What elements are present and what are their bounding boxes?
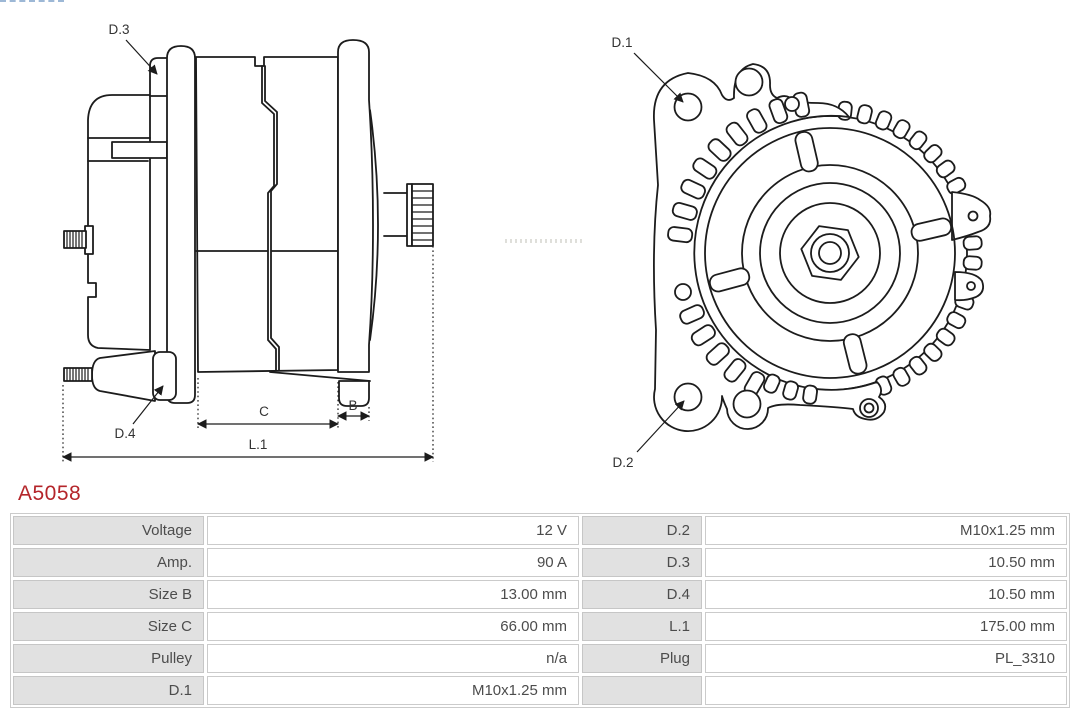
spec-value: n/a bbox=[207, 644, 579, 673]
callout-d4: D.4 bbox=[114, 385, 164, 441]
callout-d2: D.2 bbox=[612, 400, 685, 470]
pulley bbox=[406, 183, 434, 247]
terminal-stud-upper bbox=[63, 225, 94, 255]
spec-label: Size B bbox=[13, 580, 204, 609]
spec-label: Amp. bbox=[13, 548, 204, 577]
case-seam bbox=[261, 65, 277, 371]
callout-d3: D.3 bbox=[108, 22, 158, 75]
rear-housing bbox=[87, 94, 151, 351]
spec-label: D.2 bbox=[582, 516, 702, 545]
spec-value bbox=[705, 676, 1067, 705]
spec-label: D.3 bbox=[582, 548, 702, 577]
stator-body bbox=[195, 56, 339, 373]
part-number: A5058 bbox=[18, 482, 82, 505]
spec-value: PL_3310 bbox=[705, 644, 1067, 673]
rear-ear-step bbox=[149, 57, 169, 97]
rear-view-drawing: D.1 D.2 bbox=[611, 35, 992, 470]
spec-value: 175.00 mm bbox=[705, 612, 1067, 641]
spec-label: D.4 bbox=[582, 580, 702, 609]
spec-value: 12 V bbox=[207, 516, 579, 545]
side-view-drawing: C B L.1 D.3 D.4 bbox=[62, 22, 434, 462]
spec-value: 10.50 mm bbox=[705, 548, 1067, 577]
spec-label: Plug bbox=[582, 644, 702, 673]
side-tabs bbox=[951, 191, 992, 302]
bearing-cone bbox=[369, 109, 379, 341]
spec-value: M10x1.25 mm bbox=[207, 676, 579, 705]
faint-watermark bbox=[505, 239, 585, 243]
callout-d1-label: D.1 bbox=[611, 35, 632, 50]
selection-artifact-line bbox=[0, 0, 64, 2]
spec-value: 13.00 mm bbox=[207, 580, 579, 609]
dimension-c: C bbox=[197, 378, 339, 430]
pulley-face bbox=[704, 127, 956, 379]
callout-d1: D.1 bbox=[611, 35, 684, 103]
spec-label: Pulley bbox=[13, 644, 204, 673]
spec-table: Voltage 12 V D.2 M10x1.25 mm Amp. 90 A D… bbox=[10, 513, 1070, 708]
rear-mounting-ear bbox=[166, 45, 196, 404]
callout-d2-label: D.2 bbox=[612, 455, 633, 470]
spec-label: L.1 bbox=[582, 612, 702, 641]
front-ear-foot bbox=[338, 380, 370, 407]
alternator-diagram: C B L.1 D.3 D.4 bbox=[62, 22, 992, 470]
dimension-b: B bbox=[337, 398, 370, 421]
spec-label: D.1 bbox=[13, 676, 204, 705]
connector-detail bbox=[111, 141, 168, 159]
mounting-bracket bbox=[653, 63, 887, 432]
dimension-l1: L.1 bbox=[62, 246, 434, 462]
spec-value: 90 A bbox=[207, 548, 579, 577]
terminal-stud-lower bbox=[63, 350, 177, 402]
callout-d3-label: D.3 bbox=[108, 22, 129, 37]
callout-d4-label: D.4 bbox=[114, 426, 136, 441]
spec-label: Size C bbox=[13, 612, 204, 641]
spec-value: 10.50 mm bbox=[705, 580, 1067, 609]
front-mounting-ear bbox=[337, 39, 374, 373]
spec-value: 66.00 mm bbox=[207, 612, 579, 641]
spec-label bbox=[582, 676, 702, 705]
dim-c-label: C bbox=[259, 404, 269, 419]
spec-value: M10x1.25 mm bbox=[705, 516, 1067, 545]
spec-label: Voltage bbox=[13, 516, 204, 545]
dim-b-label: B bbox=[348, 398, 357, 413]
dim-l1-label: L.1 bbox=[249, 437, 268, 452]
